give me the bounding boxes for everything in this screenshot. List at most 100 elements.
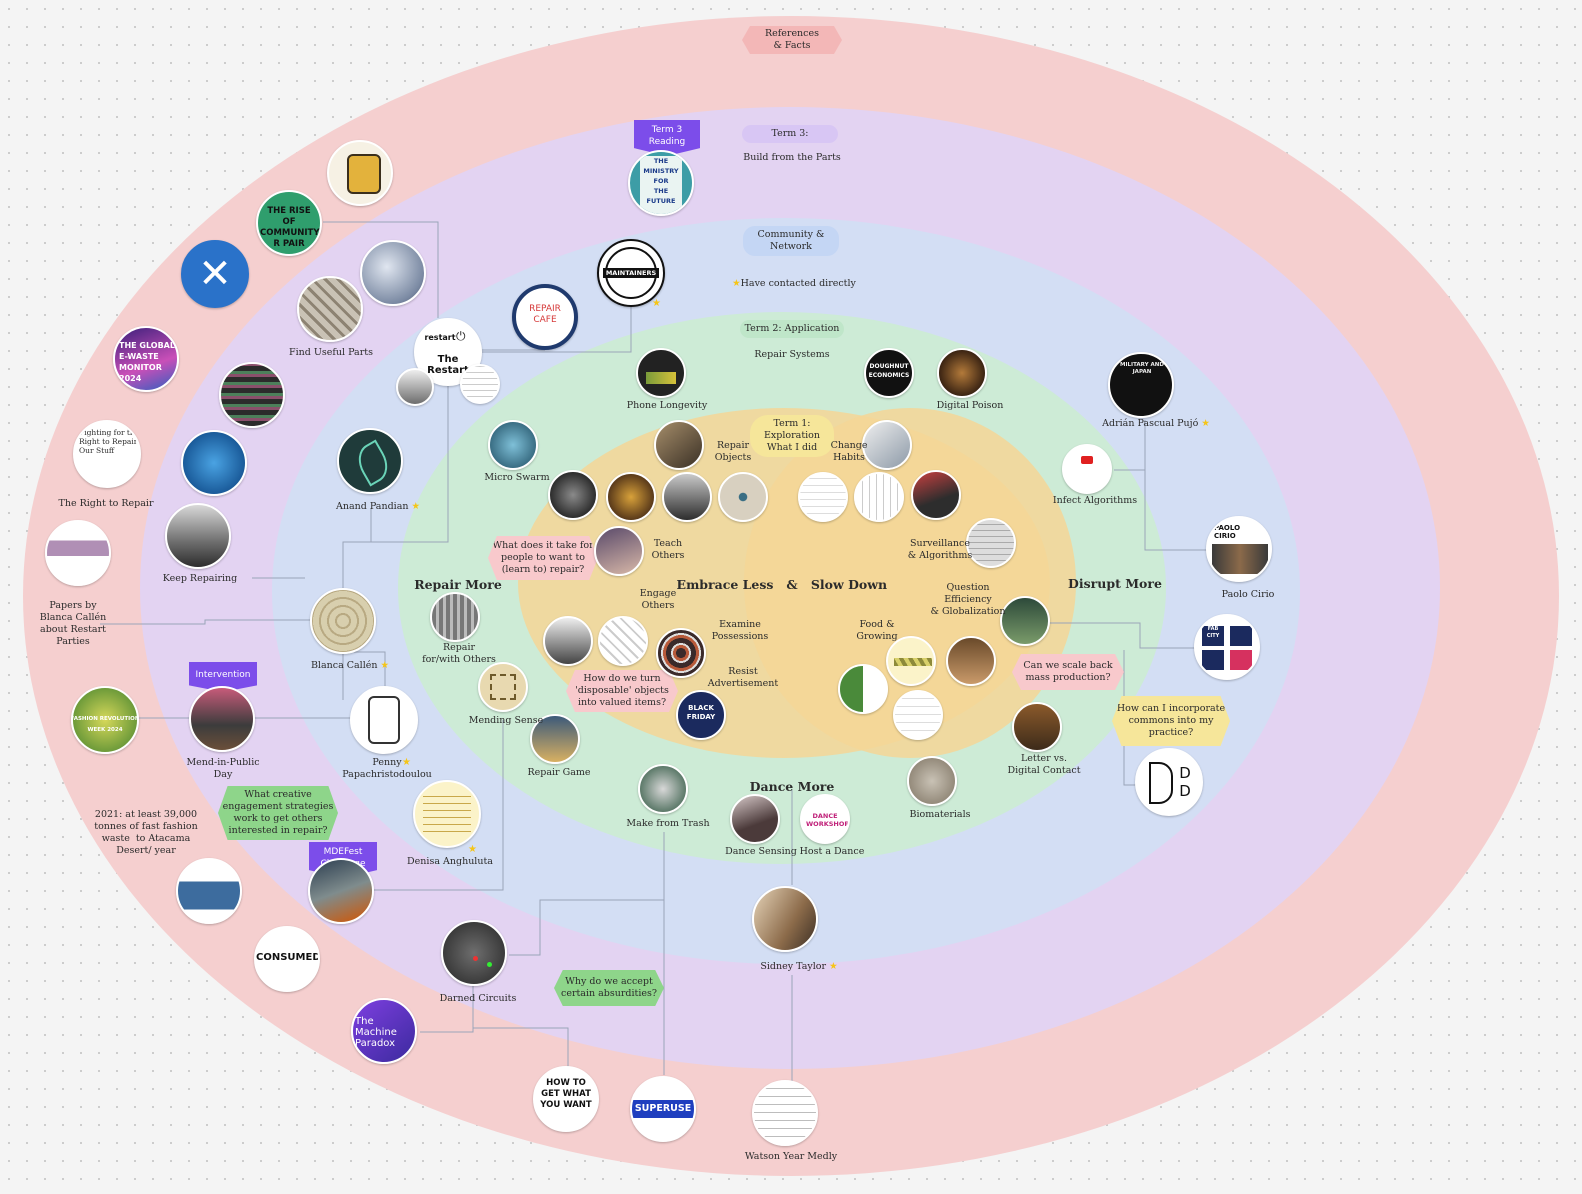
dance-workshop-title: DANCE WORKSHOP: [806, 812, 850, 828]
maintainers-thumbnail[interactable]: MAINTAINERS: [597, 239, 665, 307]
examine-possessions-thumbnail[interactable]: [656, 628, 706, 678]
object-thumb-2[interactable]: [606, 472, 656, 522]
rise-of-repair-thumbnail[interactable]: THE RISE OF COMMUNITY R PAIR: [256, 190, 322, 256]
digital-poison-thumbnail[interactable]: [937, 348, 987, 398]
term1-label: Term 1: Exploration What I did: [750, 415, 834, 457]
restart-brand: restart: [424, 333, 456, 342]
doughnut-thumbnail[interactable]: DOUGHNUT ECONOMICS: [864, 348, 914, 398]
ministry-future-thumbnail[interactable]: THE MINISTRY FOR THE FUTURE: [628, 150, 694, 216]
fashion-revolution-thumbnail[interactable]: FASHION REVOLUTION WEEK 2024: [71, 686, 139, 754]
label-engage-others: Engage Others: [639, 588, 677, 611]
repair-cafe-thumbnail[interactable]: REPAIR CAFE: [512, 284, 578, 350]
penny-illustration: [368, 696, 400, 744]
black-friday-title: BLACK FRIDAY: [686, 704, 716, 721]
question-what-does-it-take: What does it take for people to want to …: [488, 536, 598, 580]
question-commons: How can I incorporate commons into my pr…: [1112, 696, 1230, 746]
surveillance-thumbnail[interactable]: [966, 518, 1016, 568]
engage-thumb-1[interactable]: [543, 616, 593, 666]
doughnut-title: DOUGHNUT ECONOMICS: [868, 363, 910, 379]
engage-thumb-2[interactable]: [598, 616, 648, 666]
label-dance-sensing: Dance Sensing: [725, 846, 797, 857]
star-icon: ★: [468, 844, 477, 855]
mending-sense-thumbnail[interactable]: [478, 662, 528, 712]
object-thumb-4[interactable]: [718, 472, 768, 522]
dd-logo: D D: [1179, 764, 1191, 800]
references-label: References & Facts: [742, 26, 842, 54]
mend-in-public-thumbnail[interactable]: [189, 686, 255, 752]
heading-dance-more: Dance More: [749, 779, 835, 794]
the-restart-title: The Restart: [427, 354, 469, 376]
the-restart-thumbnail[interactable]: restart ⏻ The Restart: [414, 318, 482, 386]
denisa-thumbnail[interactable]: [413, 780, 481, 848]
infect-algorithms-thumbnail[interactable]: [1062, 444, 1112, 494]
global-ewaste-thumbnail[interactable]: THE GLOBAL E-WASTE MONITOR 2024: [113, 326, 179, 392]
robot-thumbnail[interactable]: [327, 140, 393, 206]
dd-thumbnail[interactable]: D D: [1135, 748, 1203, 816]
mdefest-thumbnail[interactable]: [308, 858, 374, 924]
phone-longevity-thumbnail[interactable]: [636, 348, 686, 398]
adrian-thumbnail[interactable]: MILITARY AND JAPAN: [1108, 352, 1174, 418]
object-thumb-3[interactable]: [662, 472, 712, 522]
textile-thumbnail[interactable]: [219, 362, 285, 428]
micro-swarm-thumbnail[interactable]: [488, 420, 538, 470]
food-growing-thumb-2[interactable]: [946, 636, 996, 686]
dance-sensing-thumbnail[interactable]: [730, 794, 780, 844]
sidney-thumbnail[interactable]: [752, 886, 818, 952]
food-growing-thumb-4[interactable]: [893, 690, 943, 740]
watson-thumbnail[interactable]: [752, 1080, 818, 1146]
repair-for-with-thumbnail[interactable]: [430, 592, 480, 642]
close-button[interactable]: ✕: [181, 240, 249, 308]
cables-thumbnail[interactable]: [181, 430, 247, 496]
blanca-thumbnail[interactable]: [310, 588, 376, 654]
consumed-thumbnail[interactable]: CONSUMED: [254, 926, 320, 992]
label-anand: Anand Pandian ★: [336, 501, 420, 513]
teach-others-thumbnail[interactable]: [594, 526, 644, 576]
black-friday-thumbnail[interactable]: BLACK FRIDAY: [676, 690, 726, 740]
change-habits-thumbnail[interactable]: [862, 420, 912, 470]
term3-label: Term 3:: [742, 125, 838, 143]
paolo-cirio-photo: [1212, 544, 1268, 574]
machine-paradox-thumbnail[interactable]: The Machine Paradox: [351, 998, 417, 1064]
object-thumb-1[interactable]: [548, 470, 598, 520]
label-food-growing: Food & Growing: [856, 619, 898, 642]
superuse-thumbnail[interactable]: SUPERUSE: [630, 1076, 696, 1142]
restart-small-thumb-a[interactable]: [396, 368, 434, 406]
paolo-cirio-logo: PAOLO CIRIO: [1214, 524, 1241, 540]
repair-objects-thumbnail[interactable]: [654, 420, 704, 470]
penny-thumbnail[interactable]: [350, 686, 418, 754]
restart-small-thumb-b[interactable]: [460, 364, 500, 404]
label-adrian: Adrián Pascual Pujó ★: [1102, 418, 1210, 430]
habit-thumb-3[interactable]: [911, 470, 961, 520]
make-from-trash-thumbnail[interactable]: [638, 764, 688, 814]
keep-repairing-thumbnail[interactable]: [165, 503, 231, 569]
plastic-bag-thumbnail[interactable]: [360, 240, 426, 306]
darned-circuits-thumbnail[interactable]: [441, 920, 507, 986]
star-icon: ★: [1198, 418, 1210, 429]
label-teach-others: Teach Others: [651, 538, 685, 561]
fab-city-shape: [1230, 626, 1252, 646]
paolo-cirio-thumbnail[interactable]: PAOLO CIRIO: [1206, 516, 1272, 582]
repair-game-thumbnail[interactable]: [530, 714, 580, 764]
label-question-efficiency: Question Efficiency & Globalization: [930, 582, 1006, 617]
fighting-right-repair-thumbnail[interactable]: Fighting for the Right to Repair Our Stu…: [73, 420, 141, 488]
papers-blanca-thumbnail[interactable]: [45, 520, 111, 586]
habit-thumb-2[interactable]: [854, 472, 904, 522]
fast-fashion-thumbnail[interactable]: [176, 858, 242, 924]
label-fast-fashion: 2021: at least 39,000 tonnes of fast fas…: [94, 809, 198, 856]
fab-city-thumbnail[interactable]: FAB CITY: [1194, 614, 1260, 680]
food-growing-thumb-1[interactable]: [886, 636, 936, 686]
useful-parts-thumbnail[interactable]: [297, 276, 363, 342]
habit-thumb-1[interactable]: [798, 472, 848, 522]
food-growing-thumb-3[interactable]: [838, 664, 888, 714]
question-disposable: How do we turn 'disposable' objects into…: [566, 670, 678, 712]
question-efficiency-thumbnail[interactable]: [1000, 596, 1050, 646]
host-a-dance-thumbnail[interactable]: DANCE WORKSHOP: [800, 794, 850, 844]
anand-pandian-thumbnail[interactable]: [337, 428, 403, 494]
heading-repair-more: Repair More: [414, 577, 502, 592]
label-surveillance: Surveillance & Algorithms: [907, 538, 973, 561]
contacted-legend: ★Have contacted directly: [732, 278, 856, 290]
biomaterials-thumbnail[interactable]: [907, 756, 957, 806]
get-what-you-want-thumbnail[interactable]: HOW TO GET WHAT YOU WANT: [533, 1066, 599, 1132]
letter-digital-thumbnail[interactable]: [1012, 702, 1062, 752]
label-make-from-trash: Make from Trash: [626, 818, 710, 829]
